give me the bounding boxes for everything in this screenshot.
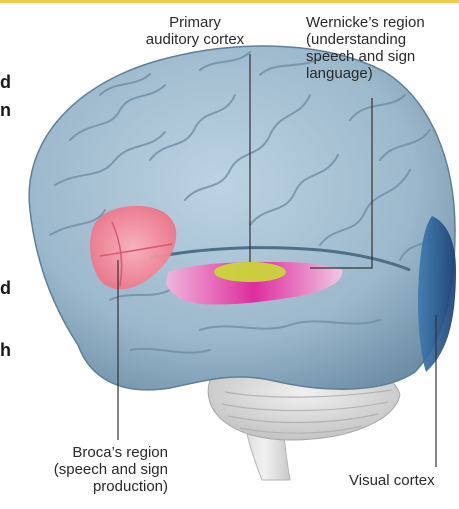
wernicke-label: Wernicke’s region (understanding speech …	[306, 14, 425, 82]
wernicke-label-line-1: Wernicke’s region	[306, 14, 425, 31]
primary-auditory-cortex-region	[214, 262, 286, 282]
broca-label-line-2: (speech and sign	[20, 461, 168, 478]
visual-cortex-region	[418, 216, 456, 372]
cerebrum	[29, 46, 455, 390]
broca-label-line-3: production)	[20, 478, 168, 495]
broca-label-line-1: Broca’s region	[20, 444, 168, 461]
wernicke-label-line-2: (understanding	[306, 31, 425, 48]
wernicke-label-line-3: speech and sign	[306, 48, 425, 65]
broca-label: Broca’s region (speech and sign producti…	[20, 444, 168, 495]
visual-cortex-label: Visual cortex	[349, 472, 435, 489]
primary-auditory-label-line-1: Primary	[130, 14, 260, 31]
primary-auditory-label-line-2: auditory cortex	[130, 31, 260, 48]
wernicke-label-line-4: language)	[306, 65, 425, 82]
primary-auditory-label: Primary auditory cortex	[130, 14, 260, 48]
